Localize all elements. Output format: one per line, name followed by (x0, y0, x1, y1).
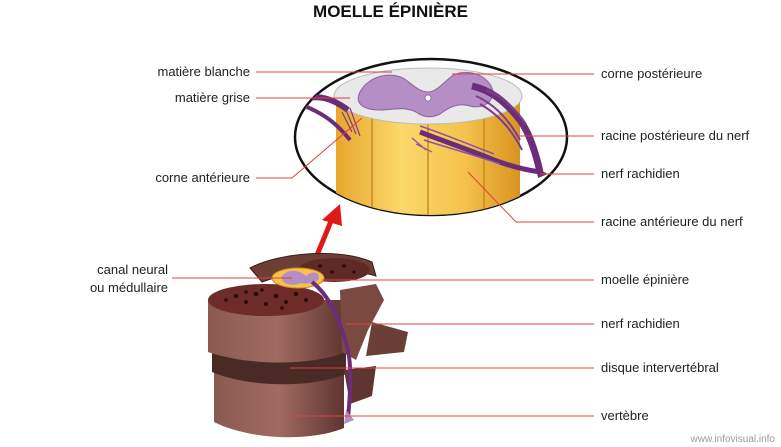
label-matiere-grise: matière grise (174, 90, 250, 105)
label-racine-posterieure: racine postérieure du nerf (601, 128, 750, 143)
label-corne-posterieure: corne postérieure (601, 66, 703, 81)
spinal-nerve (310, 280, 353, 419)
label-corne-anterieure: corne antérieure (155, 170, 250, 185)
label-moelle-epiniere: moelle épinière (601, 272, 690, 287)
vertebral-column (208, 252, 408, 438)
leader-lines (172, 71, 594, 417)
watermark: www.infovisual.info (690, 434, 775, 445)
anterior-root-fibers (419, 129, 541, 175)
label-canal-neural-line1: canal neural (97, 262, 168, 277)
vertebra-body-lower (214, 368, 344, 438)
label-nerf-rachidien-top: nerf rachidien (601, 166, 680, 181)
label-canal-neural-line2: ou médullaire (89, 280, 168, 295)
label-matiere-blanche: matière blanche (157, 64, 251, 79)
vertebra-body-upper (208, 300, 346, 363)
label-vertebre: vertèbre (601, 408, 649, 423)
label-racine-anterieure: racine antérieure du nerf (601, 214, 743, 229)
page-title: MOELLE ÉPINIÈRE (313, 2, 468, 21)
label-disque-intervertebral: disque intervertébral (601, 360, 719, 375)
label-nerf-rachidien-bottom: nerf rachidien (601, 316, 680, 331)
magnified-view (293, 57, 569, 217)
